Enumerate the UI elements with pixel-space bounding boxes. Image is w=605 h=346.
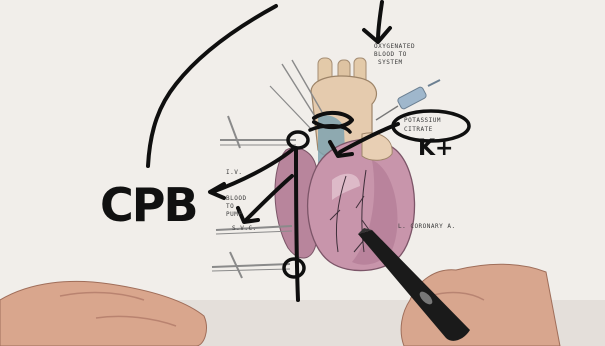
- label-coronary: L. CORONARY A.: [398, 224, 456, 230]
- annotation-cpb: CPB: [100, 182, 197, 228]
- label-oxygenated-2: BLOOD TO: [374, 52, 407, 58]
- label-citrate: CITRATE: [404, 127, 433, 133]
- label-svc: S.V.C.: [232, 226, 257, 232]
- label-pump: PUMP: [226, 212, 242, 218]
- label-oxygenated-3: SYSTEM: [378, 60, 403, 66]
- label-to: TO: [226, 204, 234, 210]
- label-potassium: POTASSIUM: [404, 118, 441, 124]
- label-blood: BLOOD: [226, 196, 247, 202]
- label-ivc: I.V.: [226, 170, 242, 176]
- label-oxygenated-1: OXYGENATED: [374, 44, 415, 50]
- annotation-k-plus: K+: [418, 138, 453, 160]
